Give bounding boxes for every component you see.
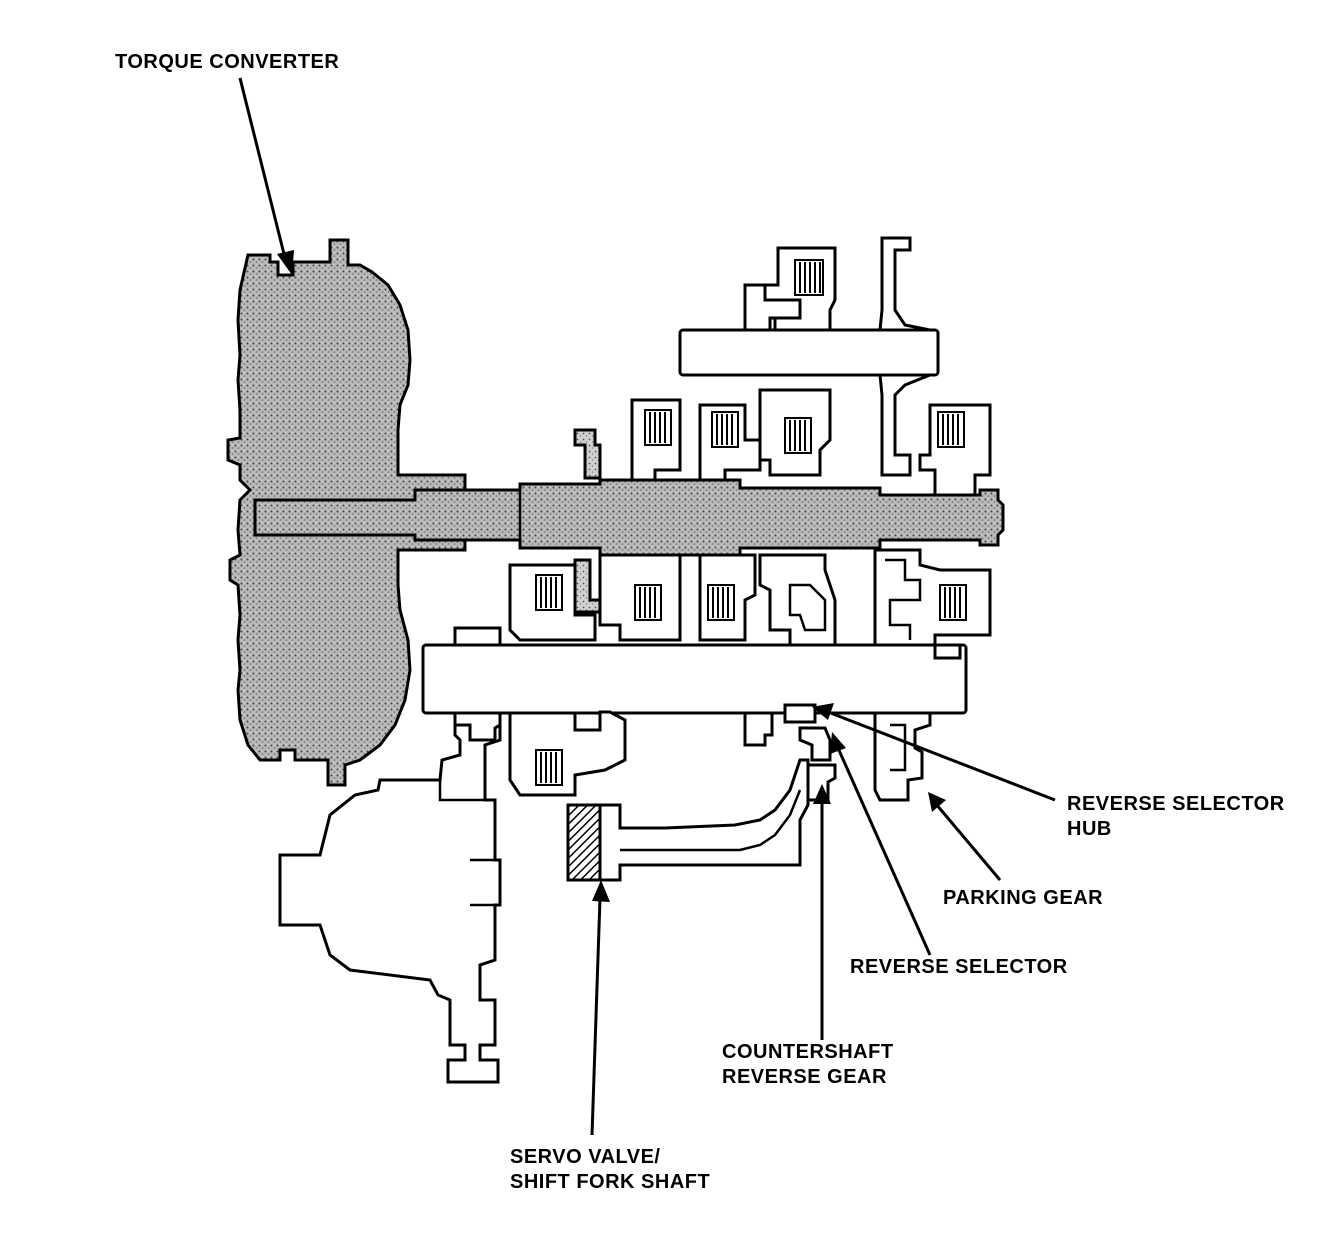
leader-reverse-selector-hub [812,703,1056,802]
clutch-pack-4 [937,411,965,448]
shift-fork-inner [620,789,802,852]
differential-housing [278,718,502,1084]
leader-countershaft-reverse-gear [813,784,831,1040]
label-servo-valve-line2: SHIFT FORK SHAFT [510,1171,710,1193]
leader-reverse-selector [830,732,932,956]
leader-servo-valve [590,880,610,1136]
parking-gear-inner [890,723,907,772]
lower-right-clutch-piston [885,558,922,640]
lower-left-clutch-pack [535,749,563,786]
upper-shaft-gear [878,236,931,332]
upper-clutch-pack [794,259,824,296]
label-parking-gear: PARKING GEAR [943,887,1103,909]
label-countershaft-reverse-gear-line1: COUNTERSHAFT [722,1041,894,1063]
clutch-pack-3 [784,417,812,454]
countershaft-small-gear [743,711,774,747]
label-torque-converter: TORQUE CONVERTER [115,51,339,73]
lower-clutch-pack-3 [707,584,735,621]
upper-shaft [678,328,940,377]
reverse-selector-inner [788,583,827,632]
lower-left-clutch-housing [508,710,627,797]
lower-clutch-pack-2 [634,584,662,621]
upper-shaft-lower-gear [878,373,931,477]
label-reverse-selector-hub-line1: REVERSE SELECTOR [1067,793,1285,815]
clutch-pack-1 [644,409,672,446]
countershaft [421,643,968,715]
shift-fork [598,758,810,882]
leader-parking-gear [928,792,1002,881]
mainshaft [253,478,1005,557]
input-fork-lower-piece [573,558,602,614]
differential-inner-outline [438,780,495,907]
countershaft-right-collar [933,643,962,660]
lower-clutch-pack-4 [939,584,967,621]
servo-valve [566,803,602,882]
label-countershaft-reverse-gear-line2: REVERSE GEAR [722,1066,887,1088]
lower-right-clutch-housing [873,548,992,647]
clutch-pack-2 [711,411,739,448]
countershaft-left-gear [453,710,502,742]
label-reverse-selector-hub-line2: HUB [1067,818,1112,840]
leader-torque-converter [238,77,294,275]
label-servo-valve-line1: SERVO VALVE/ [510,1146,660,1168]
lower-clutch-pack-1 [535,574,563,611]
input-fork-piece [573,428,602,480]
reverse-selector [798,726,832,762]
reverse-selector-hub [783,703,817,724]
label-reverse-selector: REVERSE SELECTOR [850,956,1068,978]
countershaft-left-collar [453,626,502,647]
